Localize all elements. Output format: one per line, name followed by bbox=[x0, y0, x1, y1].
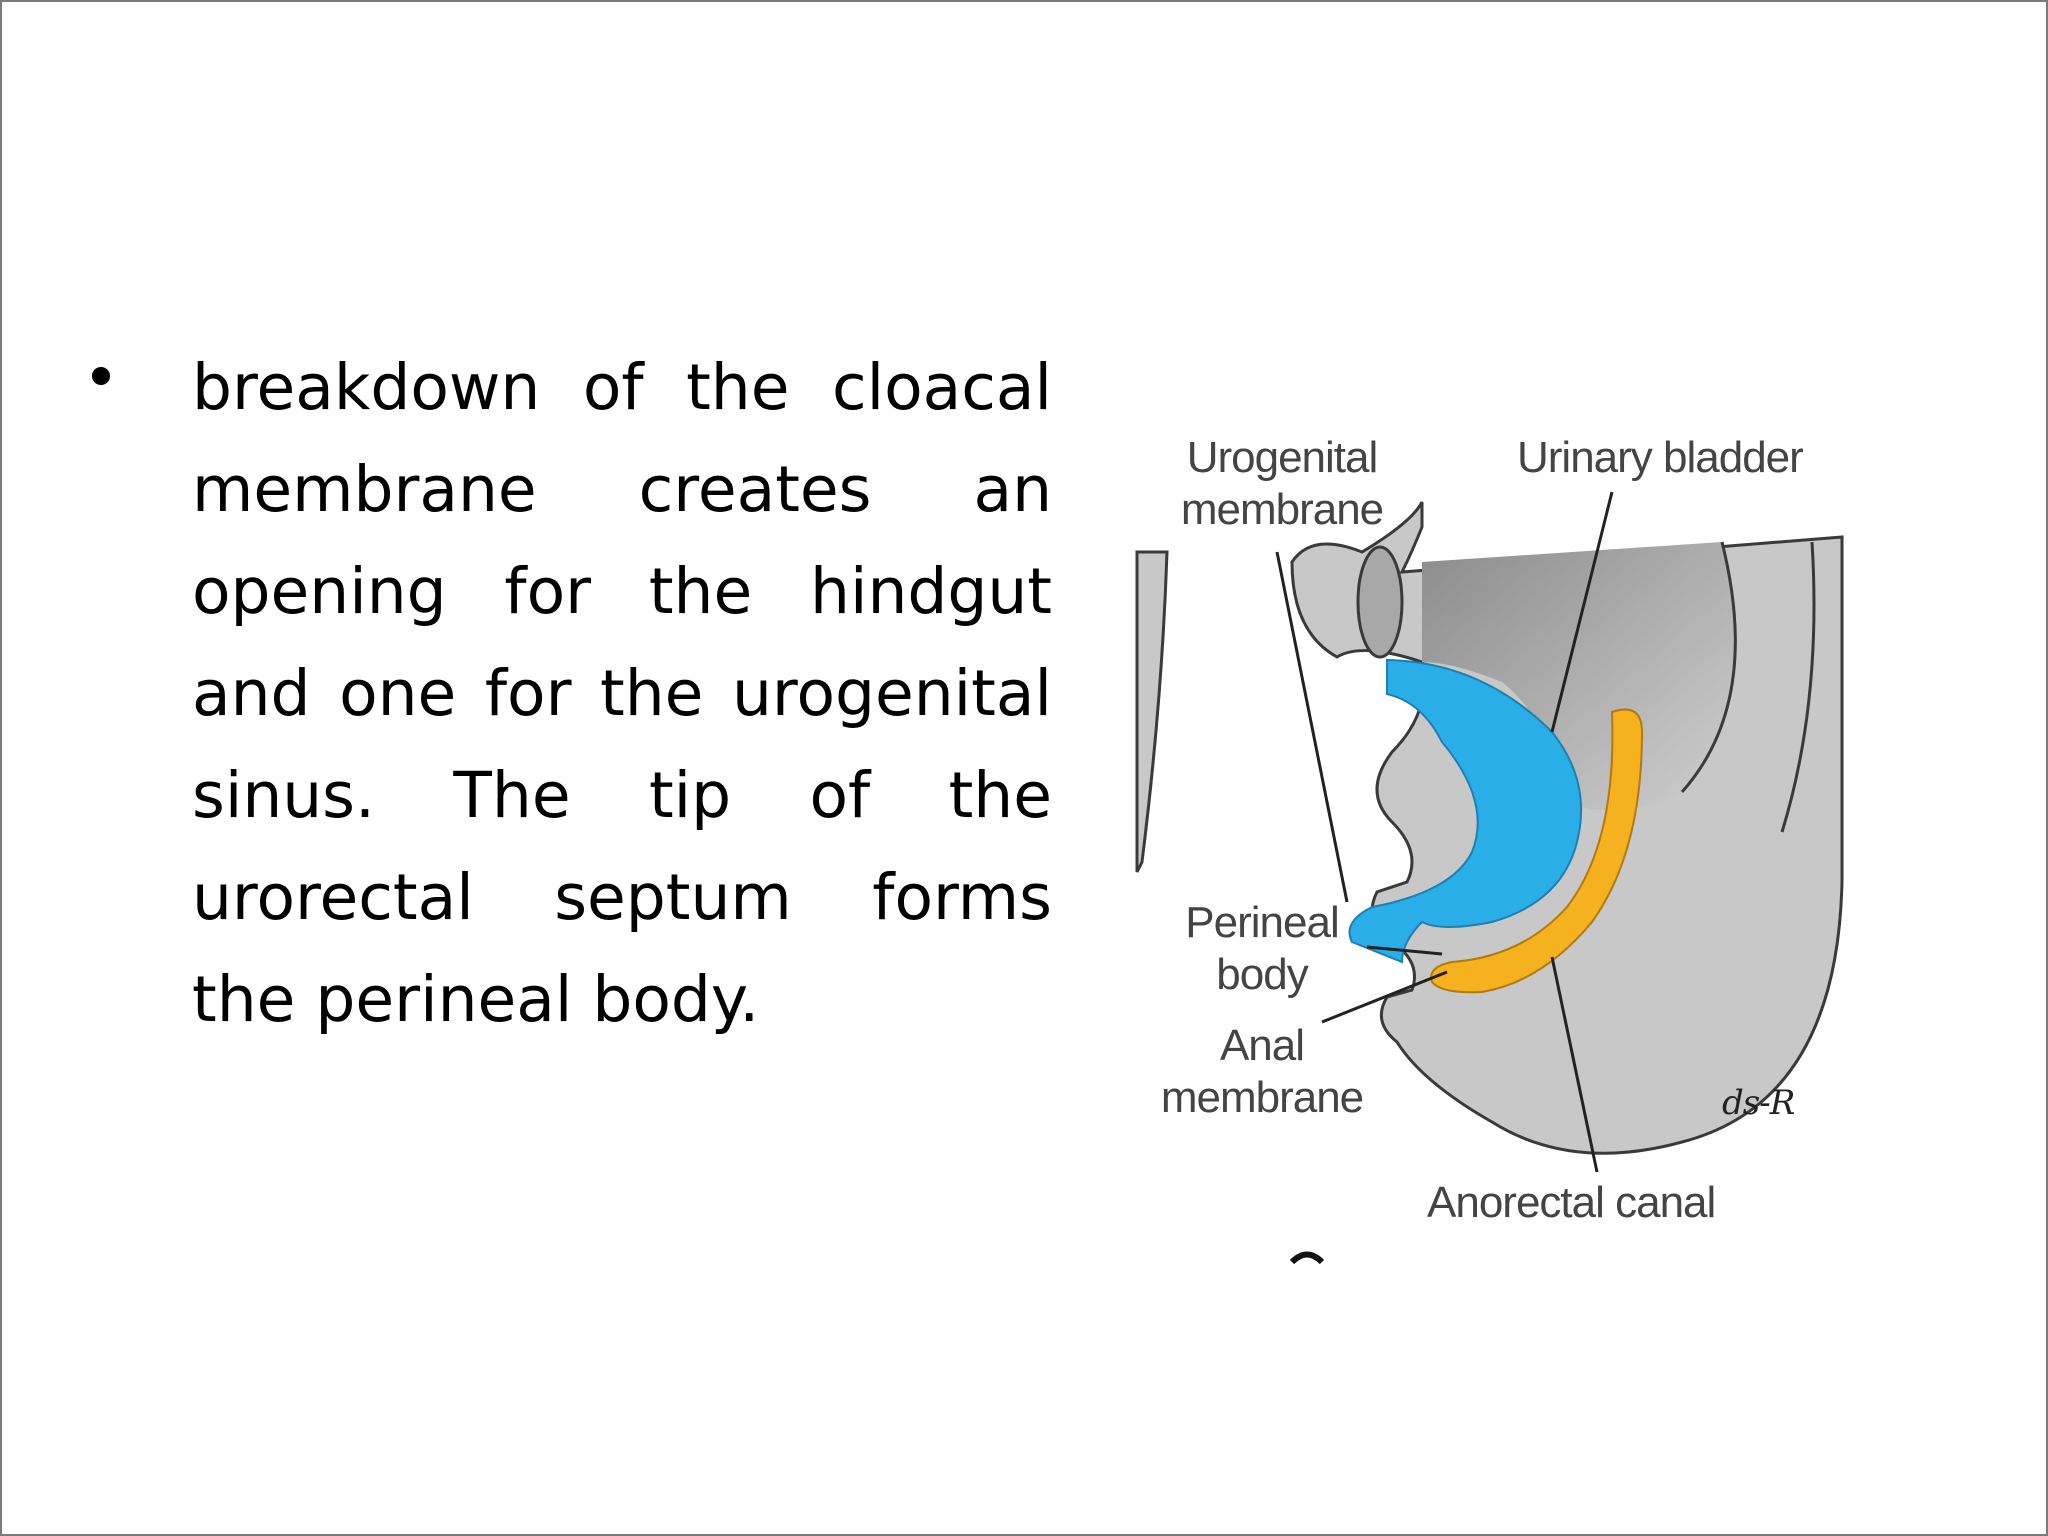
label-perineal-line2: body bbox=[1216, 950, 1308, 999]
label-urogenital-line2: membrane bbox=[1180, 485, 1384, 534]
bullet-text: breakdown of the cloacal membrane create… bbox=[192, 351, 1052, 1036]
urorectal-septum bbox=[1430, 708, 1644, 994]
label-urogenital-line1: Urogenital bbox=[1186, 433, 1379, 482]
panel-letter-fragment bbox=[1289, 1251, 1325, 1265]
label-anorectal-canal: Anorectal canal bbox=[1427, 1178, 1716, 1227]
artist-signature: ds-R bbox=[1722, 1083, 1795, 1123]
label-anal-line1: Anal bbox=[1219, 1021, 1305, 1070]
allantois-tube bbox=[1356, 545, 1404, 659]
label-anal-membrane: Anal membrane bbox=[1122, 1020, 1402, 1124]
outer-wall-curve bbox=[1780, 541, 1816, 833]
bladder-pointer bbox=[1550, 491, 1614, 733]
bullet-icon bbox=[92, 367, 110, 385]
urogenital-sinus bbox=[1348, 658, 1583, 964]
left-tissue-edge bbox=[1135, 550, 1169, 873]
label-perineal-line1: Perineal bbox=[1185, 898, 1339, 947]
anal-pointer bbox=[1321, 970, 1448, 1024]
bladder-cavity bbox=[1422, 542, 1736, 810]
label-urogenital-membrane: Urogenital membrane bbox=[1122, 432, 1442, 536]
label-urinary-bladder: Urinary bladder bbox=[1517, 433, 1804, 482]
label-anal-line2: membrane bbox=[1160, 1073, 1364, 1122]
diagram-svg bbox=[1135, 491, 1844, 1265]
embryo-diagram: Urogenital membrane Urinary bladder Peri… bbox=[1122, 402, 1922, 1282]
anorectal-pointer bbox=[1550, 956, 1599, 1173]
urogenital-pointer bbox=[1275, 551, 1349, 903]
perineal-pointer bbox=[1366, 945, 1443, 956]
label-perineal-body: Perineal body bbox=[1142, 897, 1382, 1001]
bladder-wall bbox=[1680, 541, 1737, 793]
